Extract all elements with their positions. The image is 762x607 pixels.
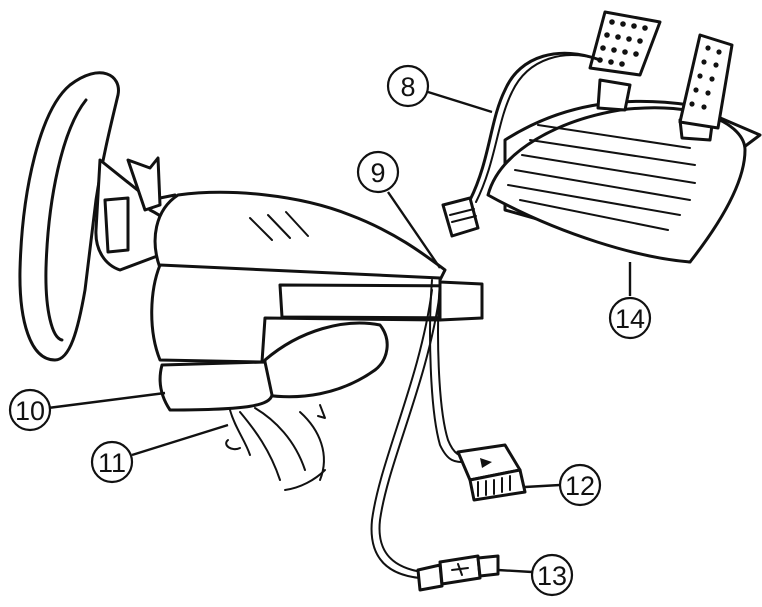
cables: [370, 279, 469, 579]
callout-12-label: 12: [565, 471, 595, 501]
callout-12: 12: [558, 463, 602, 507]
callout-9-label: 9: [370, 158, 385, 188]
callout-11-label: 11: [98, 448, 126, 478]
callout-10: 10: [8, 388, 52, 432]
callout-8-label: 8: [400, 72, 415, 102]
callout-11: 11: [90, 440, 134, 484]
callout-13: 13: [530, 553, 574, 597]
ps2-connector: [456, 443, 527, 502]
callout-13-label: 13: [537, 561, 567, 591]
pedal-unit: [441, 10, 762, 264]
callout-14: 14: [608, 296, 652, 340]
callout-9: 9: [356, 150, 400, 194]
callout-8: 8: [386, 64, 430, 108]
leader-lines: [47, 90, 632, 574]
callout-10-label: 10: [15, 396, 45, 426]
callout-14-label: 14: [615, 304, 645, 334]
wheel-base: [150, 190, 484, 491]
usb-connector: [416, 554, 500, 592]
